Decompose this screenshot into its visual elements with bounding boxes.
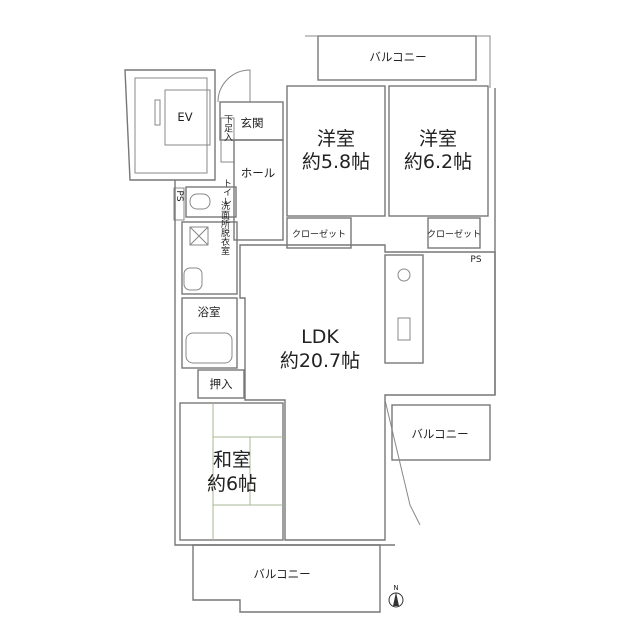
oshiire-label: 押入 (210, 377, 233, 391)
shoe-storage: 下足入 (220, 115, 235, 163)
kitchen-sink-icon (397, 317, 411, 341)
toilet-bowl-icon (189, 193, 211, 210)
japanese-room-name: 和室 (213, 449, 251, 471)
entrance-label: 玄関 (241, 116, 264, 130)
ldk: LDK 約20.7帖 PS (239, 244, 496, 541)
oshiire: 押入 (197, 369, 245, 399)
sink-icon (183, 267, 203, 291)
kitchen-counter (384, 254, 424, 364)
bathroom-label: 浴室 (198, 305, 221, 319)
western-room-1-name: 洋室 (317, 128, 355, 150)
closet-2: クローゼット (427, 217, 481, 249)
elevator-label: EV (177, 110, 192, 124)
western-room-1-size: 約5.8帖 (302, 151, 370, 173)
western-room-2-size: 約6.2帖 (404, 151, 472, 173)
japanese-room-size: 約6帖 (207, 473, 257, 495)
western-room-2: 洋室 約6.2帖 (388, 85, 489, 217)
entrance-door-swing (217, 69, 251, 103)
washroom-label: 洗面所脱衣室 (219, 200, 230, 255)
ps-left-label: PS (174, 190, 184, 201)
balcony-top-label: バルコニー (369, 50, 426, 64)
bathroom: 浴室 (181, 297, 238, 369)
closet-1-label: クローゼット (292, 228, 346, 240)
ldk-size: 約20.7帖 (280, 350, 360, 372)
balcony-bottom-label: バルコニー (253, 567, 310, 581)
balcony-right: バルコニー (384, 399, 491, 526)
elevator-shaft: EV (124, 69, 216, 181)
shoe-storage-label: 下足入 (222, 115, 233, 142)
balcony-bottom: バルコニー (192, 544, 381, 613)
washing-machine-icon (189, 226, 209, 246)
hall: ホール (233, 139, 284, 241)
north-compass-icon: N (388, 584, 404, 608)
bathtub-icon (185, 332, 233, 364)
balcony-right-label: バルコニー (411, 427, 468, 441)
ps-right-label: PS (470, 255, 481, 265)
western-room-2-name: 洋室 (419, 128, 457, 150)
closet-2-label: クローゼット (427, 228, 481, 240)
stove-icon (397, 268, 411, 282)
hall-label: ホール (241, 166, 276, 180)
balcony-top: バルコニー (305, 35, 491, 88)
japanese-room: 和室 約6帖 (179, 402, 284, 541)
outer-wall (174, 88, 496, 546)
western-room-1: 洋室 約5.8帖 (286, 85, 386, 217)
ps-left: PS (173, 187, 185, 221)
toilet: トイレ (185, 179, 237, 218)
washroom: 洗面所脱衣室 (181, 200, 238, 295)
toilet-label: トイレ (221, 179, 232, 206)
compass-north-label: N (393, 584, 398, 592)
closet-1: クローゼット (286, 217, 352, 249)
ldk-name: LDK (301, 326, 339, 348)
